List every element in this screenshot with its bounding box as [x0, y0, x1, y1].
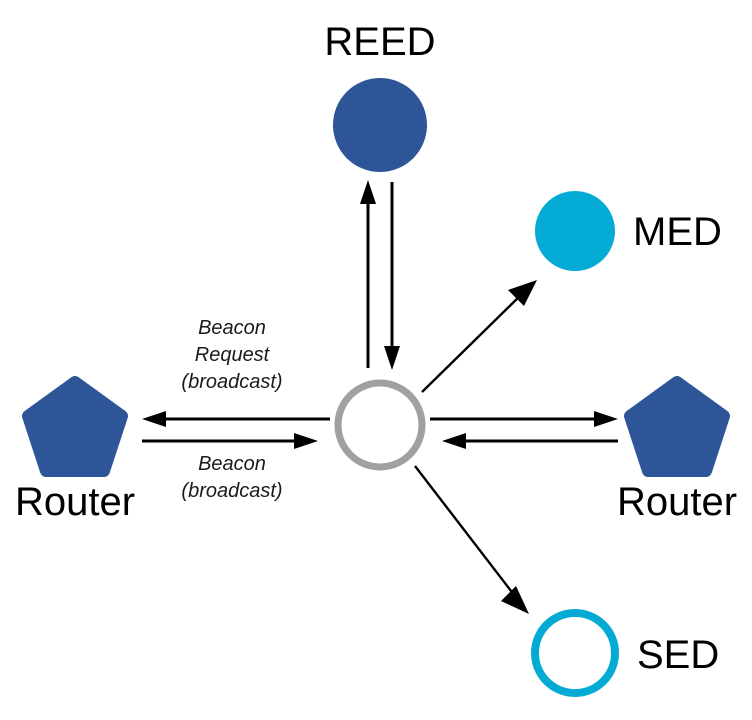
edge-center-to-med	[421, 280, 537, 393]
edge-center-to-router-left-out-arrowhead	[142, 411, 166, 427]
edge-center-to-sed-line	[414, 465, 519, 601]
beacon-request-line-1: Beacon	[198, 317, 266, 339]
edge-center-to-med-line	[421, 290, 526, 393]
med-label: MED	[633, 210, 722, 254]
beacon-line-2: (broadcast)	[181, 480, 282, 502]
node-center-device[interactable]	[334, 379, 426, 471]
reed-label: REED	[324, 20, 435, 64]
reed-circle-icon	[333, 78, 427, 172]
edge-center-to-sed	[414, 465, 529, 614]
center-device-circle-icon	[334, 379, 426, 471]
edge-center-to-router-left	[142, 411, 330, 449]
sed-circle-icon	[531, 609, 619, 697]
edge-label-beacon: Beacon (broadcast)	[181, 453, 282, 502]
router-left-label: Router	[15, 480, 135, 524]
beacon-request-line-2: Request	[195, 344, 271, 366]
router-right-label: Router	[617, 480, 737, 524]
node-router-right[interactable]: Router	[617, 376, 737, 524]
edge-center-to-sed-arrowhead	[501, 586, 529, 614]
router-left-pentagon-icon	[22, 376, 128, 477]
edge-label-beacon-request: Beacon Request (broadcast)	[181, 317, 282, 393]
beacon-line-1: Beacon	[198, 453, 266, 475]
edge-center-to-router-right-in-arrowhead	[442, 433, 466, 449]
edge-center-to-router-left-in-arrowhead	[294, 433, 318, 449]
edge-center-to-router-right-out-arrowhead	[594, 411, 618, 427]
router-right-pentagon-icon	[624, 376, 730, 477]
med-circle-icon	[535, 191, 615, 271]
edge-center-to-med-arrowhead	[508, 280, 537, 306]
edge-center-to-reed-up-arrowhead	[360, 180, 376, 204]
node-router-left[interactable]: Router	[15, 376, 135, 524]
beacon-request-line-3: (broadcast)	[181, 371, 282, 393]
edge-center-to-reed	[360, 180, 400, 370]
edge-center-to-router-right	[430, 411, 618, 449]
edge-center-to-reed-down-arrowhead	[384, 346, 400, 370]
node-reed[interactable]: REED	[324, 20, 436, 172]
node-sed[interactable]: SED	[531, 609, 719, 697]
node-med[interactable]: MED	[535, 191, 722, 271]
sed-label: SED	[637, 633, 719, 677]
